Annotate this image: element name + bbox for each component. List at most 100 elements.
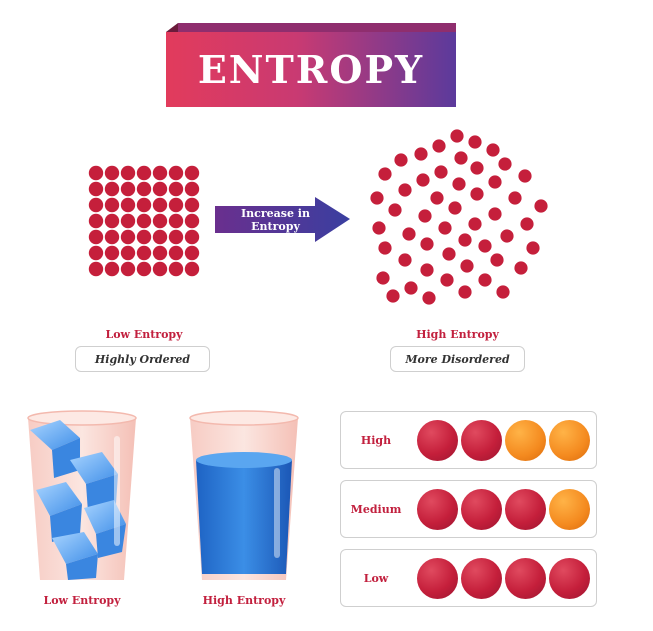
page-title: ENTROPY <box>197 47 425 92</box>
particle <box>490 253 504 267</box>
more-disordered-pill: More Disordered <box>390 346 525 372</box>
particle <box>104 181 120 197</box>
level-ball-red <box>549 558 590 599</box>
particle <box>184 229 200 245</box>
particle <box>500 229 514 243</box>
particle <box>136 261 152 277</box>
particle <box>370 191 384 205</box>
particle <box>120 229 136 245</box>
particle <box>468 135 482 149</box>
particle <box>168 181 184 197</box>
particle <box>168 261 184 277</box>
particle <box>526 241 540 255</box>
particle <box>420 263 434 277</box>
water-glass <box>189 410 299 580</box>
particle <box>468 217 482 231</box>
particle <box>486 143 500 157</box>
particle <box>398 183 412 197</box>
particle <box>184 245 200 261</box>
particle <box>168 245 184 261</box>
particle <box>508 191 522 205</box>
particle <box>470 161 484 175</box>
high-entropy-caption: High Entropy <box>416 328 499 341</box>
particle <box>88 181 104 197</box>
particle <box>404 281 418 295</box>
level-box-high: High <box>340 411 597 469</box>
title-banner: ENTROPY <box>166 23 456 107</box>
level-ball-red <box>461 489 502 530</box>
particle <box>136 197 152 213</box>
particle <box>168 165 184 181</box>
particle <box>440 273 454 287</box>
particle <box>438 221 452 235</box>
particle <box>376 271 390 285</box>
particle <box>386 289 400 303</box>
particle <box>88 197 104 213</box>
particle <box>136 245 152 261</box>
particle <box>458 233 472 247</box>
ice-glass <box>27 410 137 580</box>
particle <box>514 261 528 275</box>
glass-caption-low: Low Entropy <box>43 594 121 607</box>
level-ball-red <box>505 489 546 530</box>
particle <box>136 213 152 229</box>
particle <box>104 197 120 213</box>
level-ball-red <box>461 420 502 461</box>
particle <box>388 203 402 217</box>
ordered-particle-grid <box>88 165 200 277</box>
particle <box>136 229 152 245</box>
particle <box>152 165 168 181</box>
particle <box>520 217 534 231</box>
particle <box>184 181 200 197</box>
particle <box>184 261 200 277</box>
particle <box>152 229 168 245</box>
particle <box>184 197 200 213</box>
level-box-medium: Medium <box>340 480 597 538</box>
particle <box>104 245 120 261</box>
particle <box>184 213 200 229</box>
particle <box>104 213 120 229</box>
particle <box>104 165 120 181</box>
particle <box>434 165 448 179</box>
particle <box>442 247 456 261</box>
particle <box>420 237 434 251</box>
particle <box>460 259 474 273</box>
low-entropy-caption: Low Entropy <box>105 328 183 341</box>
particle <box>120 261 136 277</box>
particle <box>120 245 136 261</box>
particle <box>120 213 136 229</box>
particle <box>88 213 104 229</box>
disordered-particle-cloud <box>370 129 548 305</box>
level-label: Low <box>363 571 389 585</box>
particle <box>168 213 184 229</box>
particle <box>498 157 512 171</box>
particle <box>152 213 168 229</box>
particle <box>454 151 468 165</box>
particle <box>478 273 492 287</box>
particle <box>518 169 532 183</box>
level-label: High <box>360 433 392 447</box>
particle <box>168 229 184 245</box>
particle <box>168 197 184 213</box>
particle <box>496 285 510 299</box>
particle <box>402 227 416 241</box>
level-ball-red <box>505 558 546 599</box>
level-ball-red <box>417 489 458 530</box>
particle <box>422 291 436 305</box>
particle <box>488 207 502 221</box>
particle <box>152 261 168 277</box>
particle <box>372 221 386 235</box>
particle <box>136 165 152 181</box>
level-ball-red <box>461 558 502 599</box>
highly-ordered-pill: Highly Ordered <box>75 346 210 372</box>
glass-caption-high: High Entropy <box>202 594 286 607</box>
particle <box>104 261 120 277</box>
particle <box>458 285 472 299</box>
particle <box>88 245 104 261</box>
particle <box>120 197 136 213</box>
particle <box>378 241 392 255</box>
particle <box>88 261 104 277</box>
particle <box>452 177 466 191</box>
particle <box>88 229 104 245</box>
level-label: Medium <box>350 502 402 516</box>
